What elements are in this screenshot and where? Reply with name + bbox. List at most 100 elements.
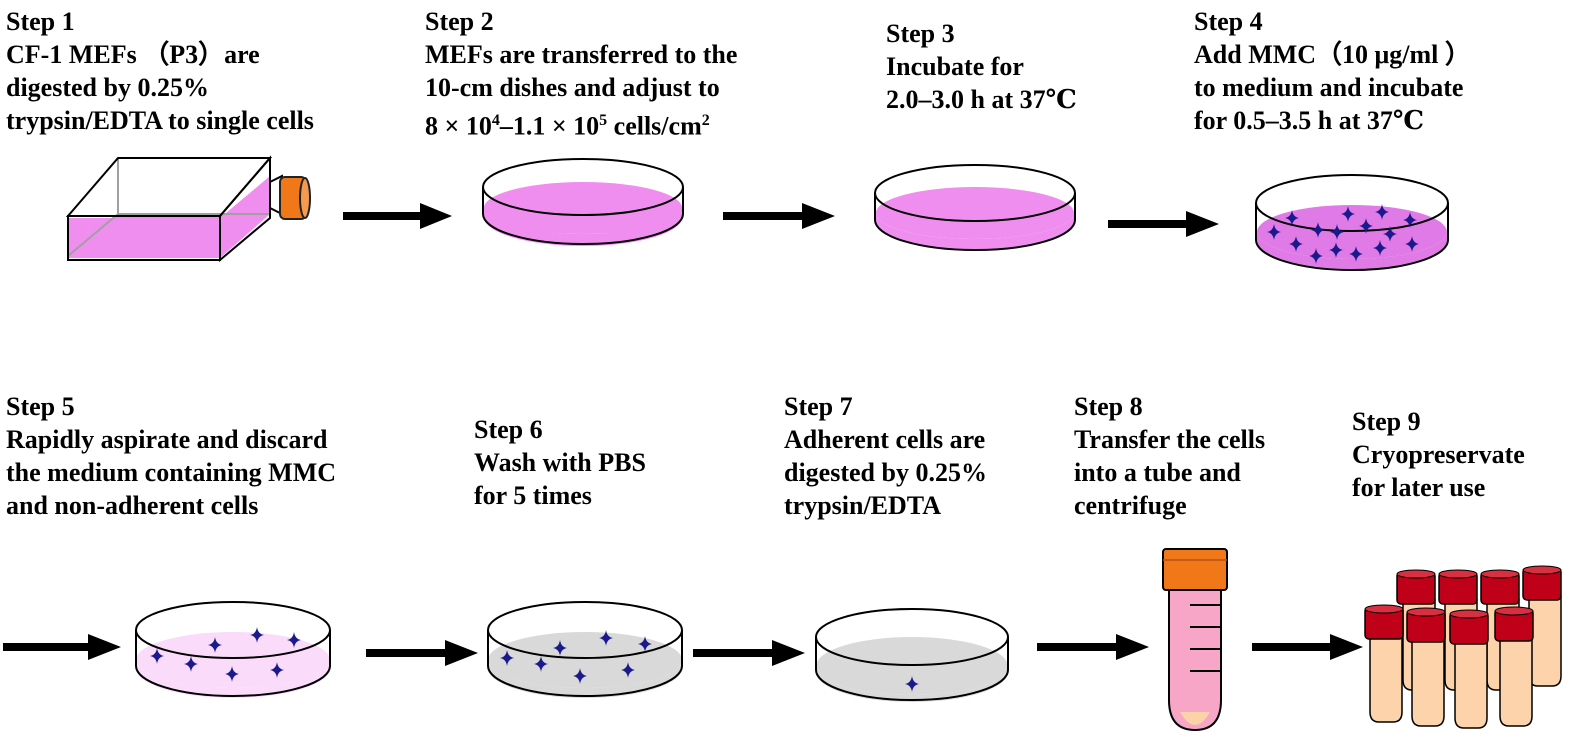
petri-dish-icon — [1255, 174, 1449, 271]
step-4-title: Step 4 — [1194, 7, 1263, 36]
flask-cap-end — [299, 177, 311, 219]
step-6-line-1: Wash with PBS — [474, 448, 646, 477]
step-9-line-2: for later use — [1352, 473, 1486, 502]
arrow-2-to-3 — [723, 203, 835, 229]
step-5-text: Step 5 Rapidly aspirate and discard the … — [6, 390, 336, 522]
step-2-line-2: 10-cm dishes and adjust to — [425, 73, 720, 102]
petri-dish-icon — [874, 164, 1076, 251]
dish-2-body — [482, 187, 684, 245]
step-7-text: Step 7 Adherent cells are digested by 0.… — [784, 390, 987, 522]
step-8-line-1: Transfer the cells — [1074, 425, 1266, 454]
step-5-line-3: and non-adherent cells — [6, 491, 259, 520]
step-9-text: Step 9 Cryopreservate for later use — [1352, 405, 1525, 504]
step-4-line-1: Add MMC（10 μg/ml ） — [1194, 40, 1471, 69]
step-2-line-1: MEFs are transferred to the — [425, 40, 738, 69]
step-8-text: Step 8 Transfer the cells into a tube an… — [1074, 390, 1265, 522]
step-2-density-line: 8 × 104–1.1 × 105 cells/cm2 — [425, 104, 737, 143]
dish-6-body — [487, 630, 683, 697]
petri-dish-icon — [482, 158, 684, 246]
dish-5-body — [135, 630, 331, 697]
density-part-b: –1.1 × 10 — [499, 111, 600, 141]
dish-3-medium — [876, 213, 1074, 250]
density-exp-c: 2 — [701, 112, 710, 129]
step-3-title: Step 3 — [886, 19, 955, 48]
dish-7-body — [815, 637, 1009, 701]
dish-6-medium-top — [488, 632, 682, 688]
flow-arrow-icon — [1037, 634, 1149, 660]
step-7-line-2: digested by 0.25% — [784, 458, 987, 487]
step-8-title: Step 8 — [1074, 392, 1143, 421]
dish-7-medium — [816, 666, 1008, 702]
culture-flask-icon — [65, 155, 311, 263]
step-7-line-1: Adherent cells are — [784, 425, 986, 454]
dish-2-medium-top — [484, 182, 682, 234]
dish-5-medium-top — [136, 632, 330, 688]
step-1-line-1: CF-1 MEFs （P3）are — [6, 40, 260, 69]
density-exp-a: 4 — [491, 112, 500, 129]
tube-tip — [1180, 712, 1210, 725]
step-9-title: Step 9 — [1352, 407, 1421, 436]
cryovial-icon — [1406, 607, 1446, 727]
step-7-line-3: trypsin/EDTA — [784, 491, 941, 520]
cryovial-icon — [1522, 565, 1562, 687]
step-5-line-1: Rapidly aspirate and discard — [6, 425, 328, 454]
dish-5-medium — [136, 660, 330, 698]
petri-dish-icon — [815, 608, 1009, 702]
step-5-line-2: the medium containing MMC — [6, 458, 337, 487]
dish-2-medium — [484, 205, 682, 246]
step-9-line-1: Cryopreservate — [1352, 440, 1525, 469]
flow-arrow-icon — [366, 640, 478, 666]
step-1-line-2: digested by 0.25% — [6, 73, 209, 102]
flow-arrow-icon — [723, 203, 835, 229]
step-2-title: Step 2 — [425, 7, 494, 36]
petri-dish-icon — [135, 601, 331, 698]
arrow-3-to-4 — [1108, 211, 1219, 237]
petri-dish-icon — [487, 601, 683, 698]
step-8-line-2: into a tube and — [1074, 458, 1241, 487]
density-part-a: 8 × 10 — [425, 111, 492, 141]
step-1-line-3: trypsin/EDTA to single cells — [6, 106, 314, 135]
step-2-text: Step 2 MEFs are transferred to the 10-cm… — [425, 5, 737, 143]
step-4-line-3: for 0.5–3.5 h at 37℃ — [1194, 106, 1425, 135]
step-1-text: Step 1 CF-1 MEFs （P3）are digested by 0.2… — [6, 5, 314, 137]
step-4-text: Step 4 Add MMC（10 μg/ml ） to medium and … — [1194, 5, 1471, 137]
dish-3-medium-top — [876, 187, 1074, 239]
cryovial-group-front — [1364, 604, 1534, 729]
flask-back-edge-3 — [67, 213, 119, 257]
cryovial-icon — [1449, 609, 1489, 729]
flow-arrow-icon — [1108, 211, 1219, 237]
tube-body — [1168, 589, 1222, 732]
tube-cap — [1162, 548, 1228, 591]
arrow-6-to-7 — [693, 640, 805, 666]
flask-medium-side — [220, 176, 270, 258]
step-8-line-3: centrifuge — [1074, 491, 1187, 520]
flow-arrow-icon — [343, 203, 452, 229]
step-3-text: Step 3 Incubate for 2.0–3.0 h at 37℃ — [886, 17, 1077, 116]
step-6-text: Step 6 Wash with PBS for 5 times — [474, 413, 646, 512]
cryovial-icon — [1364, 604, 1404, 723]
flask-medium-front — [68, 218, 220, 258]
flow-arrow-icon — [693, 640, 805, 666]
step-3-line-1: Incubate for — [886, 52, 1024, 81]
arrow-8-to-9 — [1252, 634, 1363, 660]
step-1-title: Step 1 — [6, 7, 75, 36]
step-4-line-2: to medium and incubate — [1194, 73, 1464, 102]
dish-4-body — [1255, 203, 1449, 271]
step-6-title: Step 6 — [474, 415, 543, 444]
dish-6-medium — [488, 660, 682, 698]
step-7-title: Step 7 — [784, 392, 853, 421]
step-6-line-2: for 5 times — [474, 481, 592, 510]
density-exp-b: 5 — [599, 112, 608, 129]
cryovial-icon — [1494, 606, 1534, 727]
arrow-4-to-5 — [3, 634, 121, 660]
arrow-5-to-6 — [366, 640, 478, 666]
dish-4-medium — [1257, 232, 1447, 269]
step-3-line-2: 2.0–3.0 h at 37℃ — [886, 85, 1077, 114]
step-5-title: Step 5 — [6, 392, 75, 421]
arrow-1-to-2 — [343, 203, 452, 229]
flask-side-face — [219, 155, 271, 263]
flow-arrow-icon — [3, 634, 121, 660]
arrow-7-to-8 — [1037, 634, 1149, 660]
